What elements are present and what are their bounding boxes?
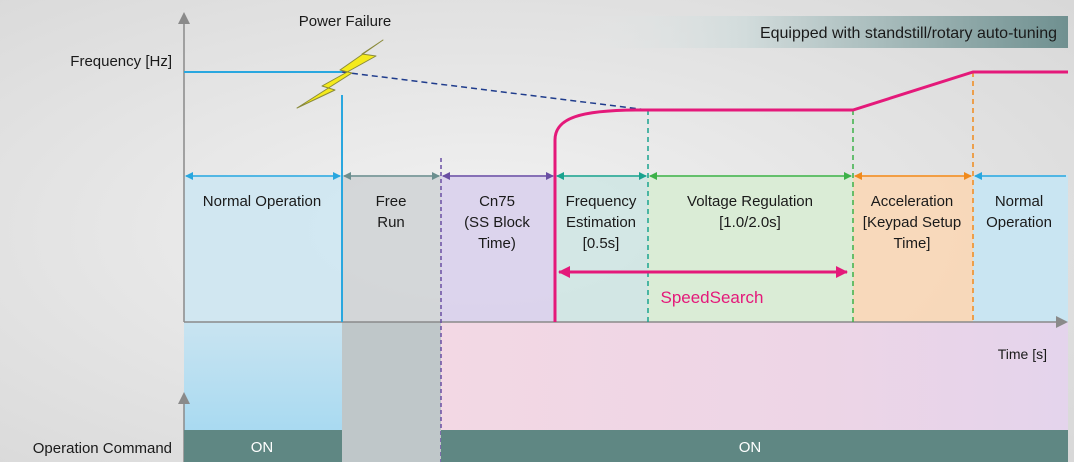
phase-voltage-regulation-label-line2: [1.0/2.0s] <box>719 214 781 231</box>
lower-area-free-run <box>342 322 441 462</box>
header-badge-text: Equipped with standstill/rotary auto-tun… <box>760 25 1057 42</box>
phase-acceleration-label-line3: Time] <box>894 235 931 252</box>
region-voltage-regulation <box>648 175 853 322</box>
phase-frequency-estimation-label-line2: Estimation <box>566 214 636 231</box>
phase-frequency-estimation-label-line3: [0.5s] <box>583 235 620 252</box>
header-badge <box>570 16 1068 48</box>
time-axis-arrow-icon <box>1056 316 1068 328</box>
phase-acceleration-label-line1: Acceleration <box>871 193 954 210</box>
region-cn75 <box>441 175 555 322</box>
speed-search-label: SpeedSearch <box>660 288 763 307</box>
command-on-bar-2 <box>441 430 1068 462</box>
command-on-label-2: ON <box>739 439 762 456</box>
phase-cn75-label-line2: (SS Block <box>464 214 530 231</box>
region-acceleration <box>853 175 973 322</box>
power-failure-label: Power Failure <box>299 13 392 30</box>
phase-cn75-label-line1: Cn75 <box>479 193 515 210</box>
phase-free-run-label-line2: Run <box>377 214 405 231</box>
command-axis-arrow-icon <box>178 392 190 404</box>
region-free-run <box>342 175 441 322</box>
lower-area-left <box>184 322 342 430</box>
speed-search-frequency-trace <box>553 70 1068 322</box>
lightning-icon <box>296 39 384 109</box>
phase-free-run-label-line1: Free <box>376 193 407 210</box>
phase-acceleration-label-line2: [Keypad Setup <box>863 214 961 231</box>
command-on-bar-1 <box>184 430 342 462</box>
region-normal-operation-1 <box>184 175 342 322</box>
frequency-axis-arrow-icon <box>178 12 190 24</box>
coast-down-estimate-trace <box>341 71 649 111</box>
phase-normal-operation-2-label-line1: Normal <box>995 193 1043 210</box>
phase-normal-operation-2-label-line2: Operation <box>986 214 1052 231</box>
phase-regions <box>184 175 1068 322</box>
phase-normal-operation-1-label: Normal Operation <box>203 193 321 210</box>
lower-area-right <box>441 322 1068 430</box>
region-normal-operation-2 <box>973 175 1068 322</box>
phase-labels: Normal Operation Free Run Cn75 (SS Block… <box>203 193 1052 252</box>
phase-cn75-label-line3: Time) <box>478 235 516 252</box>
frequency-axis-label: Frequency [Hz] <box>70 53 172 70</box>
phase-voltage-regulation-label-line1: Voltage Regulation <box>687 193 813 210</box>
phase-frequency-estimation-label-line1: Frequency <box>566 193 637 210</box>
region-frequency-estimation <box>555 175 648 322</box>
time-axis-label: Time [s] <box>998 346 1047 362</box>
operation-command-label: Operation Command <box>33 440 172 457</box>
command-on-label-1: ON <box>251 439 274 456</box>
